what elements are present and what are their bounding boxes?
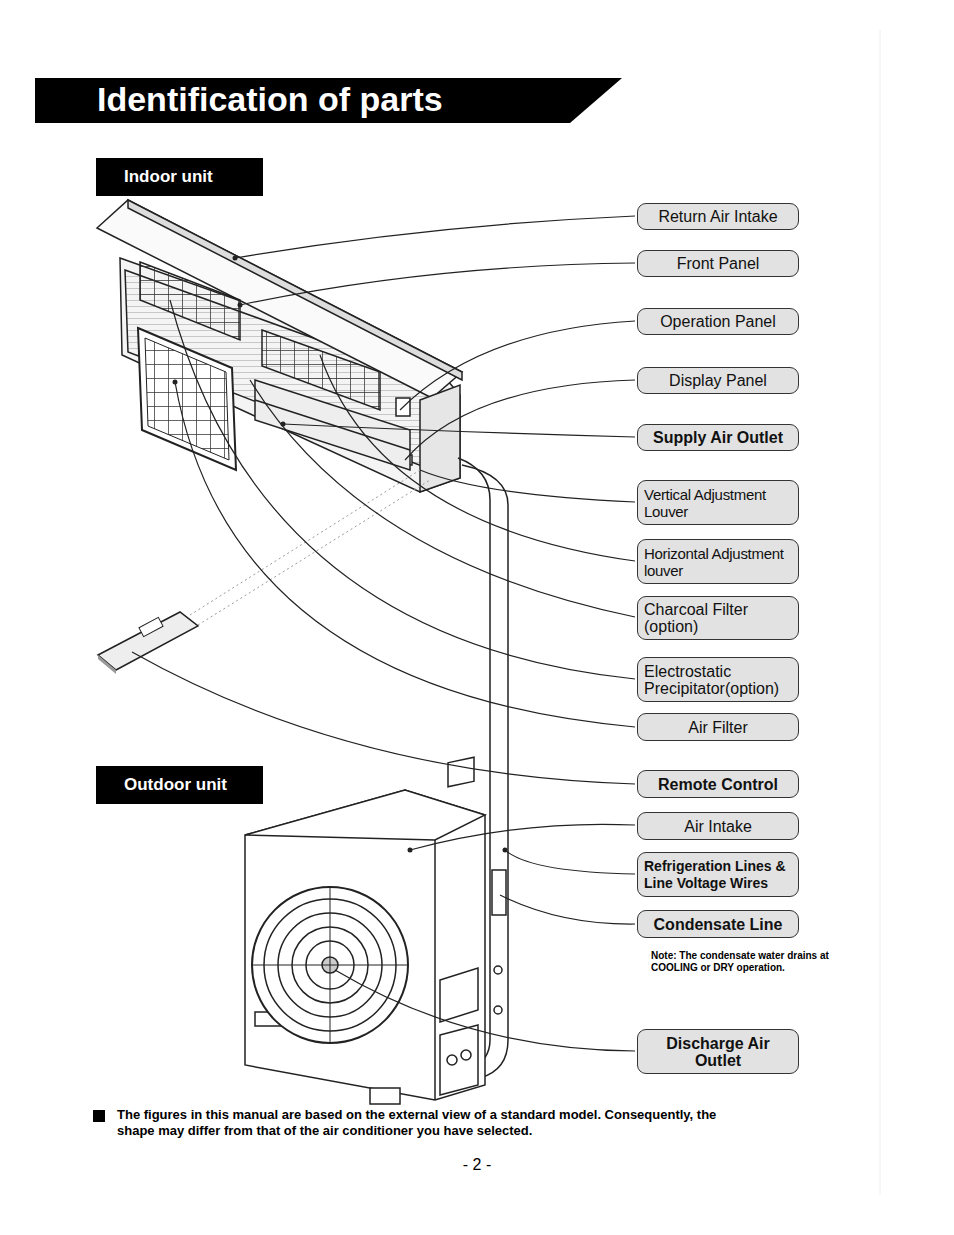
callout-box: Operation Panel	[637, 308, 799, 335]
note-text: Note: The condensate water drains at COO…	[651, 950, 841, 974]
callout-box: Discharge Air Outlet	[637, 1029, 799, 1074]
callout-box: Display Panel	[637, 367, 799, 394]
remote-control	[98, 612, 198, 674]
callout-box: Remote Control	[637, 770, 799, 798]
label-text: Charcoal Filter (option)	[644, 601, 792, 635]
callout-box: Charcoal Filter (option)	[637, 596, 799, 640]
label-text: Display Panel	[669, 372, 767, 389]
callout-box: Return Air Intake	[637, 203, 799, 230]
callout-box: Refrigeration Lines & Line Voltage Wires	[637, 852, 799, 897]
page-edge	[880, 30, 881, 1195]
leader-dots	[173, 256, 508, 853]
section-heading: Outdoor unit	[96, 766, 263, 804]
label-text: Front Panel	[677, 255, 760, 272]
label-text: Supply Air Outlet	[653, 429, 783, 446]
label-text: Operation Panel	[660, 313, 776, 330]
callout-box: Horizontal Adjustment louver	[637, 539, 799, 584]
callout-box: Air Filter	[637, 713, 799, 741]
label-text: Return Air Intake	[658, 208, 777, 225]
title-banner	[35, 78, 622, 123]
label-text: Indoor unit	[124, 167, 213, 187]
label-text: Outdoor unit	[124, 775, 227, 795]
label-text: Air Intake	[684, 818, 752, 835]
label-text: Air Filter	[688, 719, 748, 736]
callout-box: Condensate Line	[637, 910, 799, 938]
indoor-unit	[97, 200, 462, 492]
callout-box: Supply Air Outlet	[637, 424, 799, 451]
note-text: The figures in this manual are based on …	[117, 1107, 737, 1139]
leader-lines	[132, 216, 635, 1051]
label-text: Condensate Line	[654, 916, 783, 933]
note-icon	[93, 1110, 105, 1122]
air-filter	[138, 328, 236, 470]
label-text: Vertical Adjustment Louver	[644, 486, 792, 520]
callout-box: Electrostatic Precipitator(option)	[637, 657, 799, 702]
section-heading: Indoor unit	[96, 158, 263, 196]
title: Identification of parts	[97, 80, 443, 119]
outdoor-unit	[245, 757, 485, 1104]
callout-box: Air Intake	[637, 812, 799, 840]
label-text: Discharge Air Outlet	[644, 1035, 792, 1069]
label-text: Electrostatic Precipitator(option)	[644, 663, 792, 697]
callout-box: Vertical Adjustment Louver	[637, 480, 799, 525]
ir-beam	[190, 470, 430, 625]
label-text: Horizontal Adjustment louver	[644, 545, 792, 579]
page-number: - 2 -	[437, 1156, 517, 1174]
callout-box: Front Panel	[637, 250, 799, 277]
label-text: Refrigeration Lines & Line Voltage Wires	[644, 858, 792, 892]
label-text: Remote Control	[658, 776, 778, 793]
